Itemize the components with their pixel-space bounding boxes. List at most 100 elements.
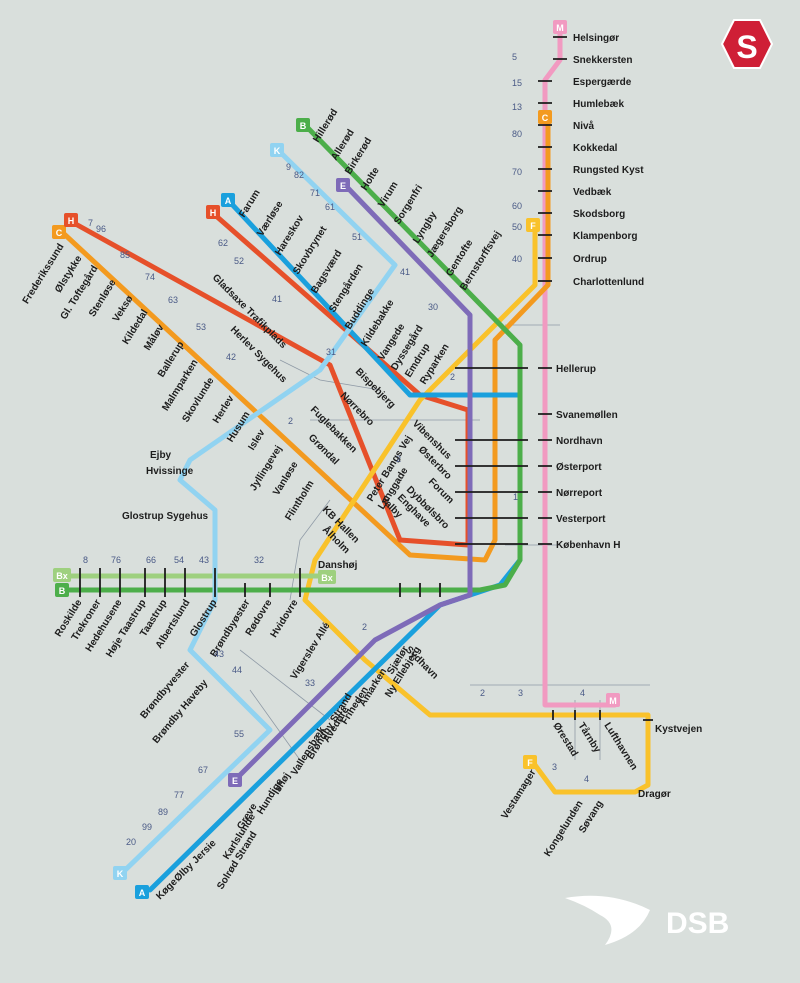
zone-label: 99 [142,822,152,832]
station-label: Ejby [150,450,172,461]
station-label: Helsingør [573,33,619,44]
badge-bx-west: Bx [53,568,71,582]
svg-text:M: M [556,23,564,33]
zone-label: 3 [552,762,557,772]
zone-label: 53 [196,322,206,332]
station-label: Vedbæk [573,187,612,198]
stations-coast: Helsingør Snekkersten Espergærde Humlebæ… [573,33,644,288]
svg-text:S: S [736,29,757,65]
station-label: Frederikssund [21,242,67,306]
zone-label: 41 [272,294,282,304]
line-c-route [59,117,551,563]
station-label: Virum [376,180,400,210]
station-label: Ordrup [573,254,607,265]
svg-text:B: B [59,586,66,596]
zone-label: 61 [325,202,335,212]
zone-label: 74 [145,272,155,282]
zone-label: 50 [512,222,522,232]
zone-label: 3 [518,688,523,698]
badge-f-north: F [526,218,540,232]
zone-label: 2 [362,622,367,632]
station-label: Hellerup [556,364,596,375]
station-label: Værløse [255,199,285,239]
zone-label: 44 [232,665,242,675]
station-label: Nivå [573,120,595,132]
stations-line-h: Frederikssund Ølstykke Gl. Toftegård Ste… [21,242,317,523]
station-label: Nordhavn [556,436,603,447]
svg-text:M: M [609,696,617,706]
station-label: Måløv [141,322,166,353]
zone-label: 54 [174,555,184,565]
line-k-route [117,147,398,878]
zone-label: 77 [174,790,184,800]
station-label: Charlottenlund [573,277,644,288]
zone-label: 52 [234,256,244,266]
station-label: Svanemøllen [556,410,618,421]
station-label: Kokkedal [573,143,618,154]
zone-label: 41 [400,267,410,277]
station-label: Ishøj [271,771,293,797]
badge-b-north: B [296,118,310,132]
station-label: København H [556,540,620,551]
station-label: Hvissinge [146,466,194,477]
zone-label: 2 [450,372,455,382]
svg-text:E: E [340,181,346,191]
station-label: Klampenborg [573,231,637,242]
station-label: Rungsted Kyst [573,165,644,176]
svg-text:K: K [274,146,281,156]
line-b-route [59,122,523,593]
station-label: Glostrup Sygehus [122,511,209,522]
zone-label: 40 [512,254,522,264]
svg-text:E: E [232,776,238,786]
stations-line-b: Hillerød Allerød Birkerød Holte Virum So… [311,107,503,292]
station-label: Kystvejen [655,724,702,735]
svg-text:A: A [225,196,232,206]
stations-line-a-south: Køge Ølby Jersie Solrød Strand Karlslund… [154,620,440,902]
zone-label: 30 [428,302,438,312]
station-label: Danshøj [318,560,358,571]
stations-line-b-west: Roskilde Trekroner Hedehusene Høje Taast… [53,597,301,659]
station-label: Husum [225,410,252,445]
svg-text:K: K [117,869,124,879]
zone-label: 13 [512,102,522,112]
zone-label: 76 [111,555,121,565]
zone-label: 5 [512,52,517,62]
svg-text:C: C [56,228,63,238]
badge-h-west: H [64,213,78,227]
zone-label: 43 [214,649,224,659]
zone-label: 63 [168,295,178,305]
badge-c-coast: C [538,110,552,124]
zone-label: 7 [88,218,93,228]
line-m-route [542,27,618,708]
zone-label: 82 [294,170,304,180]
zone-label: 31 [326,347,336,357]
zone-label: 20 [126,837,136,847]
zone-label: 2 [480,688,485,698]
zones-coast: 5 15 13 80 70 60 50 40 [512,52,522,264]
badge-c-west: C [52,225,66,239]
svg-text:A: A [139,888,146,898]
zone-label: 8 [83,555,88,565]
zone-label: 9 [286,162,291,172]
zone-label: 80 [512,129,522,139]
badge-m-top: M [553,20,567,34]
station-label: Nørrebro [338,390,376,428]
line-f-route [302,222,651,795]
line-e-route [232,182,473,783]
svg-text:H: H [210,208,217,218]
zone-label: 71 [310,188,320,198]
zone-label: 85 [120,250,130,260]
zone-label: 67 [198,765,208,775]
zone-label: 4 [584,774,589,784]
badge-a-north: A [221,193,235,207]
zone-label: 2 [288,416,293,426]
dsb-logo: DSB [565,895,729,945]
zone-borders [239,324,650,761]
station-label: Farum [237,188,263,220]
station-label: Humlebæk [573,99,625,110]
zone-label: 32 [254,555,264,565]
zone-label: 42 [226,352,236,362]
zone-label: 96 [96,224,106,234]
station-label: Østerport [556,462,602,473]
